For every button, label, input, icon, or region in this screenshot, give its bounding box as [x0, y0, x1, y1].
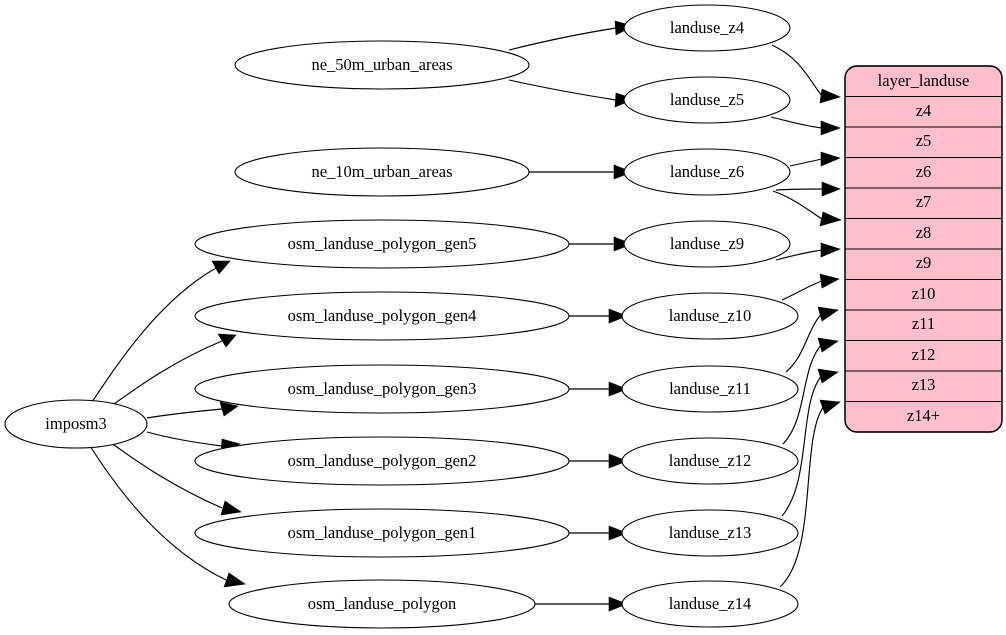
node-ne-10m-urban-areas-shape[interactable]	[234, 147, 530, 197]
node-landuse-z5[interactable]: landuse_z5	[623, 76, 791, 124]
node-osm-landuse-polygon-gen5-shape[interactable]	[194, 219, 570, 269]
node-osm-landuse-polygon-gen3[interactable]: osm_landuse_polygon_gen3	[194, 364, 570, 414]
node-ne-50m-urban-areas-shape[interactable]	[234, 40, 530, 90]
node-landuse-z10-shape[interactable]	[621, 292, 799, 340]
node-landuse-z11[interactable]: landuse_z11	[621, 365, 799, 413]
node-landuse-z13[interactable]: landuse_z13	[621, 509, 799, 557]
arrowhead-z9-row	[820, 242, 841, 258]
layer-landuse-outline	[844, 65, 1003, 433]
node-osm-landuse-polygon-gen2[interactable]: osm_landuse_polygon_gen2	[194, 436, 570, 486]
arrowhead-z6-row	[820, 151, 841, 167]
arrowhead-z12-row	[817, 337, 839, 353]
edge-landuse-z13-to-row-z13	[781, 374, 823, 517]
node-landuse-z12[interactable]: landuse_z12	[621, 437, 799, 485]
node-ne-10m-urban-areas[interactable]: ne_10m_urban_areas	[234, 147, 530, 197]
arrowhead-imposm3-gen3	[219, 401, 239, 417]
arrowhead-imposm3-gen1	[220, 500, 242, 516]
edge-imposm3-to-gen1	[109, 441, 223, 509]
node-landuse-z4-shape[interactable]	[623, 4, 791, 52]
edge-landuse-z6-to-row-z7	[775, 188, 823, 191]
node-osm-landuse-polygon-gen3-shape[interactable]	[194, 364, 570, 414]
edge-group-ne	[508, 20, 635, 180]
arrowhead-z8-row	[819, 211, 842, 227]
node-landuse-z13-shape[interactable]	[621, 509, 799, 557]
edge-landuse-z12-to-row-z12	[782, 343, 823, 445]
node-osm-landuse-polygon[interactable]: osm_landuse_polygon	[228, 579, 536, 629]
edge-landuse-z5-to-row-z5	[770, 116, 823, 129]
edge-landuse-z6-to-row-z8	[772, 190, 823, 220]
arrowhead-z11-row	[817, 306, 839, 322]
node-landuse-z12-shape[interactable]	[621, 437, 799, 485]
node-landuse-z6-shape[interactable]	[623, 148, 791, 196]
node-imposm3[interactable]: imposm3	[4, 399, 148, 449]
arrowhead-z14plus-row	[819, 399, 841, 415]
arrowhead-gen5-z9	[613, 236, 633, 252]
arrowhead-gen2-z12	[608, 453, 628, 469]
edge-imposm3-to-gen5	[91, 267, 217, 403]
arrowhead-z10-row	[819, 273, 840, 289]
edge-imposm3-to-gen4	[109, 340, 223, 408]
node-landuse-z14[interactable]: landuse_z14	[621, 580, 799, 628]
edge-landuse-z9-to-row-z9	[775, 249, 823, 261]
edge-landuse-z10-to-row-z10	[781, 280, 823, 301]
arrowhead-z13-row	[817, 368, 839, 384]
node-osm-landuse-polygon-shape[interactable]	[228, 579, 536, 629]
arrowhead-ne10m-z6	[613, 164, 633, 180]
node-landuse-z10[interactable]: landuse_z10	[621, 292, 799, 340]
node-layer-landuse-table[interactable]: layer_landuse z4 z5 z6 z7	[844, 65, 1003, 433]
edge-imposm3-to-polygon	[89, 445, 227, 581]
node-ne-50m-urban-areas[interactable]: ne_50m_urban_areas	[234, 40, 530, 90]
node-landuse-z4[interactable]: landuse_z4	[623, 4, 791, 52]
node-osm-landuse-polygon-gen1-shape[interactable]	[194, 508, 570, 558]
node-landuse-z6[interactable]: landuse_z6	[623, 148, 791, 196]
edge-imposm3-to-gen2	[146, 431, 223, 447]
node-landuse-z9-shape[interactable]	[623, 220, 791, 268]
edge-ne50m-to-landuse-z5	[508, 79, 617, 101]
node-landuse-z9[interactable]: landuse_z9	[623, 220, 791, 268]
node-osm-landuse-polygon-gen5[interactable]: osm_landuse_polygon_gen5	[194, 219, 570, 269]
edge-landuse-z6-to-row-z6	[789, 158, 823, 167]
edge-imposm3-to-gen3	[146, 408, 223, 419]
edge-landuse-z14-to-row-z14plus	[779, 405, 825, 588]
arrowhead-z4-row	[819, 88, 841, 104]
node-landuse-z14-shape[interactable]	[621, 580, 799, 628]
arrowhead-imposm3-gen5	[211, 260, 231, 275]
arrowhead-gen3-z11	[608, 381, 628, 397]
node-osm-landuse-polygon-gen2-shape[interactable]	[194, 436, 570, 486]
arrowhead-gen4-z10	[608, 308, 628, 324]
arrowhead-z7-row	[821, 181, 841, 197]
arrowhead-polygon-z14	[608, 596, 628, 612]
arrowhead-gen1-z13	[608, 525, 628, 541]
edge-group-landuse-to-table	[770, 44, 842, 588]
arrowhead-imposm3-polygon	[223, 572, 246, 588]
edge-ne50m-to-landuse-z4	[508, 27, 617, 51]
node-osm-landuse-polygon-gen4-shape[interactable]	[194, 291, 570, 341]
node-osm-landuse-polygon-gen1[interactable]: osm_landuse_polygon_gen1	[194, 508, 570, 558]
node-landuse-z11-shape[interactable]	[621, 365, 799, 413]
arrowhead-z5-row	[820, 120, 841, 136]
edge-landuse-z11-to-row-z11	[785, 312, 823, 373]
node-landuse-z5-shape[interactable]	[623, 76, 791, 124]
node-osm-landuse-polygon-gen4[interactable]: osm_landuse_polygon_gen4	[194, 291, 570, 341]
edge-landuse-z4-to-row-z4	[771, 44, 823, 97]
node-imposm3-shape[interactable]	[4, 399, 148, 449]
arrowhead-imposm3-gen4	[217, 333, 237, 348]
edge-group-osm-to-landuse	[535, 236, 633, 612]
